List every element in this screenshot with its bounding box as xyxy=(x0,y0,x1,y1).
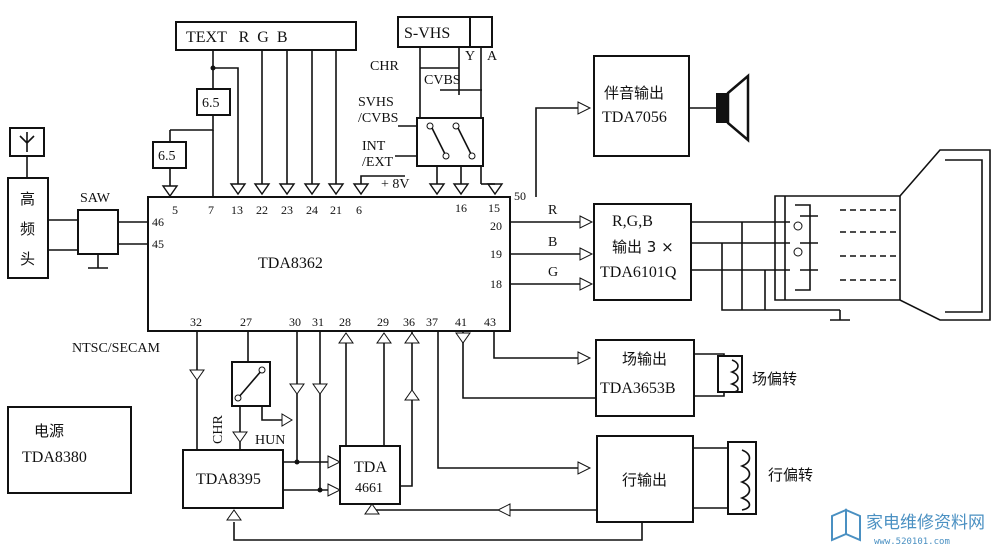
svhs-chr: CHR xyxy=(370,59,399,74)
saw-ground xyxy=(88,254,108,269)
power-ic: TDA8380 xyxy=(22,449,87,466)
tuner-label-1: 高 xyxy=(20,190,35,208)
pin-28: 28 xyxy=(339,315,351,329)
pin-23: 23 xyxy=(281,203,293,217)
pin-46: 46 xyxy=(152,215,164,229)
decoder-label: TDA8395 xyxy=(196,471,261,488)
horiz-yoke-icon xyxy=(727,441,757,515)
text-rgb-label: TEXT R G B xyxy=(186,29,287,46)
audio-out-ic: TDA7056 xyxy=(602,109,667,126)
signal-b: B xyxy=(548,235,557,250)
power-box xyxy=(7,406,132,494)
filter2-label: 6.5 xyxy=(158,149,176,164)
pin-20: 20 xyxy=(490,219,502,233)
pin-30: 30 xyxy=(289,315,301,329)
filter1-label: 6.5 xyxy=(202,96,220,111)
pin-6: 6 xyxy=(356,203,362,217)
tuner-saw-wire xyxy=(48,219,78,251)
hun-label: HUN xyxy=(255,433,285,448)
svhs-a: A xyxy=(487,49,498,64)
pin-24: 24 xyxy=(306,203,318,217)
watermark-title: 家电维修资料网 xyxy=(866,513,985,533)
pin-31: 31 xyxy=(312,315,324,329)
vert-yoke-icon xyxy=(717,355,743,393)
horiz-yoke-label: 行偏转 xyxy=(768,466,813,484)
watermark-logo-icon xyxy=(831,508,861,542)
pin-13: 13 xyxy=(231,203,243,217)
delay-line1: TDA xyxy=(354,459,387,476)
svhs-cvbs-label-1: SVHS xyxy=(358,95,394,110)
rgb-out-line2: 输出 3 × xyxy=(612,238,674,256)
pin-18: 18 xyxy=(490,277,502,291)
audio-out-box xyxy=(593,55,690,157)
rgb-out-line3: TDA6101Q xyxy=(600,264,677,281)
pin-29: 29 xyxy=(377,315,389,329)
pin-16: 16 xyxy=(455,201,467,215)
pin-19: 19 xyxy=(490,247,502,261)
vert-yoke-label: 场偏转 xyxy=(752,370,797,388)
tuner-label-3: 头 xyxy=(20,250,35,268)
pin-5: 5 xyxy=(172,203,178,217)
pin-27: 27 xyxy=(240,315,252,329)
rgb-out-line1: R,G,B xyxy=(612,213,653,230)
saw-label: SAW xyxy=(80,191,111,206)
int-ext-label-1: INT xyxy=(362,139,386,154)
svhs-cvbs-label-2: /CVBS xyxy=(358,111,398,126)
pin-32: 32 xyxy=(190,315,202,329)
signal-g: G xyxy=(548,265,558,280)
tuner-box xyxy=(7,177,49,279)
audio-out-title: 伴音输出 xyxy=(604,84,664,102)
plus8v-label: + 8V xyxy=(381,177,410,192)
pin-7: 7 xyxy=(208,203,214,217)
main-ic-label: TDA8362 xyxy=(258,255,323,272)
vert-out-title: 场输出 xyxy=(622,350,667,368)
saw-ic-wire xyxy=(118,221,148,245)
vert-out-box xyxy=(595,339,695,417)
delay-line2: 4661 xyxy=(355,481,383,496)
pin-37: 37 xyxy=(426,315,438,329)
int-ext-label-2: /EXT xyxy=(362,155,394,170)
pin-50: 50 xyxy=(514,189,526,203)
text-rgb-box xyxy=(175,21,357,51)
horiz-out-title: 行输出 xyxy=(622,471,667,489)
tuner-label-2: 频 xyxy=(20,220,35,238)
chr-label: CHR xyxy=(211,415,226,444)
pin-36: 36 xyxy=(403,315,415,329)
svhs-label: S-VHS xyxy=(404,25,450,42)
ntsc-secam-label: NTSC/SECAM xyxy=(72,341,160,356)
watermark-url: www.520101.com xyxy=(874,537,950,547)
pin-22: 22 xyxy=(256,203,268,217)
pin-21: 21 xyxy=(330,203,342,217)
svhs-y: Y xyxy=(465,49,475,64)
pin-41: 41 xyxy=(455,315,467,329)
rgb-out-box xyxy=(593,203,692,301)
horiz-out-box xyxy=(596,435,694,523)
pin-15: 15 xyxy=(488,201,500,215)
svhs-tab xyxy=(469,16,493,48)
delay-box xyxy=(339,445,401,505)
main-ic-box xyxy=(147,196,511,332)
saw-box xyxy=(77,209,119,255)
power-title: 电源 xyxy=(34,422,64,440)
pin-43: 43 xyxy=(484,315,496,329)
svhs-cvbs: CVBS xyxy=(424,73,461,88)
pin-45: 45 xyxy=(152,237,164,251)
speaker-icon xyxy=(716,73,750,143)
crt-icon xyxy=(774,149,991,321)
vert-out-ic: TDA3653B xyxy=(600,380,676,397)
filter2-box xyxy=(152,141,187,169)
antenna-icon xyxy=(9,127,45,178)
signal-r: R xyxy=(548,203,558,218)
decoder-box xyxy=(182,449,284,509)
